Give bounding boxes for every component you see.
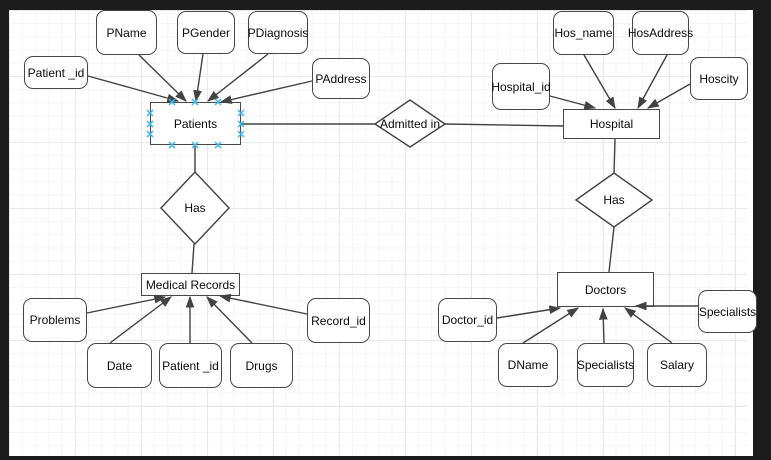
attribute-pname[interactable]: PName — [96, 10, 157, 55]
attribute-hosaddress[interactable]: HosAddress — [628, 11, 693, 55]
attribute-salary[interactable]: Salary — [647, 343, 707, 387]
attribute-record-id[interactable]: Record_id — [307, 298, 370, 343]
attribute-drugs[interactable]: Drugs — [230, 343, 293, 388]
attribute-date[interactable]: Date — [87, 343, 152, 388]
attribute-dname[interactable]: DName — [498, 343, 558, 387]
attribute-pdiagnosis[interactable]: PDiagnosis — [248, 11, 308, 54]
attribute-specialists-right[interactable]: Specialists — [698, 290, 757, 333]
attribute-patient-id[interactable]: Patient _id — [24, 56, 88, 89]
attribute-pgender[interactable]: PGender — [177, 11, 235, 54]
attribute-problems[interactable]: Problems — [23, 298, 87, 342]
attribute-hospital-id[interactable]: Hospital_id — [491, 63, 551, 110]
attribute-doctor-id[interactable]: Doctor_id — [438, 298, 497, 342]
attribute-mr-patient-id[interactable]: Patient _id — [159, 343, 222, 388]
diagram-canvas[interactable] — [9, 10, 753, 456]
attribute-hoscity[interactable]: Hoscity — [690, 57, 748, 100]
attribute-hos-name[interactable]: Hos_name — [553, 11, 614, 55]
attribute-specialists[interactable]: Specialists — [577, 343, 634, 387]
entity-hospital[interactable]: Hospital — [563, 109, 660, 139]
entity-medical-records[interactable]: Medical Records — [141, 273, 240, 296]
attribute-paddress[interactable]: PAddress — [312, 58, 370, 99]
entity-patients[interactable]: Patients — [150, 102, 241, 145]
entity-doctors[interactable]: Doctors — [557, 272, 654, 307]
canvas-page-edge — [747, 10, 753, 456]
